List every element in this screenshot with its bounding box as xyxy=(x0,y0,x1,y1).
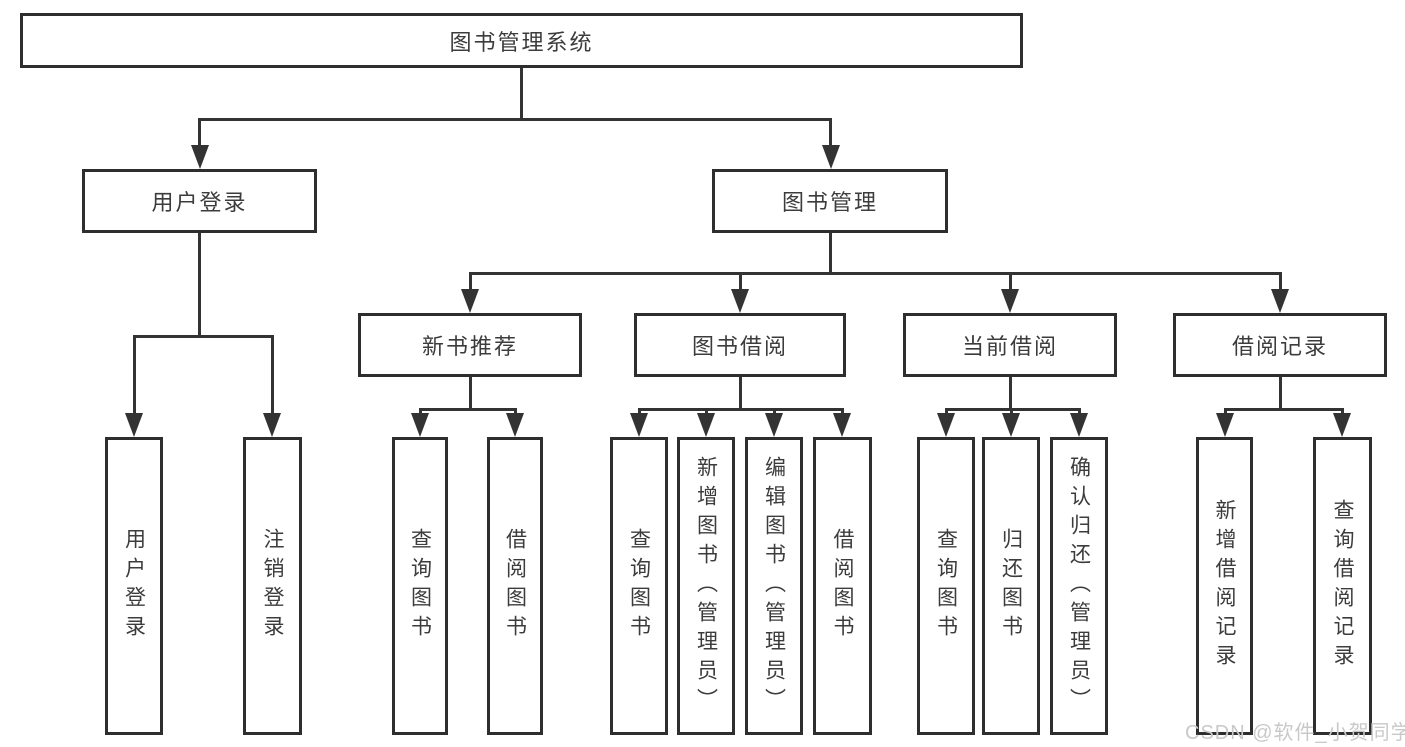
connector-level3-bus xyxy=(469,272,1281,275)
connector-root-stem xyxy=(520,68,523,118)
connector-current-borrowing-stem xyxy=(1009,377,1012,408)
leaf-label: 新增图书（管理员） xyxy=(694,455,718,717)
arrowhead-leaf xyxy=(411,413,429,437)
node-leaf-query-books-3: 查询图书 xyxy=(917,437,975,735)
leaf-label: 借阅图书 xyxy=(503,528,527,644)
node-leaf-return-books: 归还图书 xyxy=(982,437,1040,735)
leaf-label: 归还图书 xyxy=(999,528,1023,644)
connector-to-user-login xyxy=(198,118,201,147)
leaf-label: 编辑图书（管理员） xyxy=(762,455,786,717)
arrowhead-leaf xyxy=(697,413,715,437)
connector-to-leaf xyxy=(1224,408,1227,416)
node-leaf-user-login: 用户登录 xyxy=(105,437,163,735)
arrowhead-book-borrowing xyxy=(731,289,749,313)
connector-to-leaf xyxy=(1341,408,1344,416)
watermark: CSDN @软件_小贺同学 xyxy=(1185,722,1405,744)
connector-to-leaf xyxy=(1010,408,1013,416)
leaf-label: 注销登录 xyxy=(261,528,284,644)
node-leaf-query-books-1: 查询图书 xyxy=(392,437,448,735)
connector-book-mgmt-stem xyxy=(829,233,832,272)
arrowhead-user-login xyxy=(191,145,209,169)
node-book-management: 图书管理 xyxy=(712,169,948,233)
connector-to-leaf-logout xyxy=(271,335,274,415)
arrowhead-borrowing-records xyxy=(1271,289,1289,313)
arrowhead-leaf xyxy=(506,413,524,437)
arrowhead-leaf xyxy=(937,413,955,437)
connector-to-leaf xyxy=(514,408,517,416)
node-leaf-borrow-books-2: 借阅图书 xyxy=(813,437,872,735)
node-library-system: 图书管理系统 xyxy=(20,13,1023,68)
node-user-login: 用户登录 xyxy=(82,169,317,233)
connector-to-leaf-user-login xyxy=(133,335,136,415)
arrowhead-book-management xyxy=(822,145,840,169)
node-borrowing-records: 借阅记录 xyxy=(1173,313,1387,377)
connector-book-borrowing-stem xyxy=(739,377,742,408)
leaf-label: 新增借阅记录 xyxy=(1213,499,1236,673)
leaf-label: 查询借阅记录 xyxy=(1331,499,1354,673)
node-leaf-borrow-books-1: 借阅图书 xyxy=(487,437,543,735)
connector-to-leaf xyxy=(1078,408,1081,416)
leaf-label: 用户登录 xyxy=(122,528,146,644)
connector-to-book-borrowing xyxy=(739,272,742,291)
connector-to-leaf xyxy=(841,408,844,416)
arrowhead-leaf xyxy=(630,413,648,437)
connector-level2-bus xyxy=(198,118,832,121)
connector-new-book-stem xyxy=(469,377,472,408)
leaf-label: 确认归还（管理员） xyxy=(1067,455,1091,717)
connector-new-book-bus xyxy=(419,408,516,411)
node-leaf-edit-books-admin: 编辑图书（管理员） xyxy=(745,437,803,735)
node-leaf-query-borrow-record: 查询借阅记录 xyxy=(1313,437,1372,735)
node-leaf-logout: 注销登录 xyxy=(243,437,302,735)
arrowhead-leaf xyxy=(765,413,783,437)
arrowhead-current-borrowing xyxy=(1001,289,1019,313)
connector-to-leaf xyxy=(705,408,708,416)
node-leaf-query-books-2: 查询图书 xyxy=(610,437,668,735)
connector-book-borrowing-bus xyxy=(638,408,843,411)
connector-borrowing-records-stem xyxy=(1279,377,1282,408)
node-leaf-confirm-return-admin: 确认归还（管理员） xyxy=(1050,437,1108,735)
connector-user-login-stem xyxy=(198,233,201,335)
arrowhead-leaf xyxy=(1070,413,1088,437)
arrowhead-new-book xyxy=(461,289,479,313)
connector-to-leaf xyxy=(419,408,422,416)
leaf-label: 查询图书 xyxy=(934,528,958,644)
node-book-borrowing: 图书借阅 xyxy=(634,313,846,377)
connector-to-current-borrowing xyxy=(1009,272,1012,291)
arrowhead-leaf-user-login xyxy=(125,413,143,437)
connector-borrowing-records-bus xyxy=(1224,408,1342,411)
connector-to-book-management xyxy=(829,118,832,147)
arrowhead-leaf xyxy=(833,413,851,437)
node-leaf-add-borrow-record: 新增借阅记录 xyxy=(1196,437,1253,735)
connector-to-new-book xyxy=(469,272,472,291)
connector-to-leaf xyxy=(773,408,776,416)
arrowhead-leaf xyxy=(1333,413,1351,437)
arrowhead-leaf-logout xyxy=(263,413,281,437)
connector-to-leaf xyxy=(638,408,641,416)
node-current-borrowing: 当前借阅 xyxy=(903,313,1117,377)
connector-user-login-bus xyxy=(133,335,273,338)
connector-to-borrowing-records xyxy=(1279,272,1282,291)
arrowhead-leaf xyxy=(1002,413,1020,437)
leaf-label: 查询图书 xyxy=(627,528,651,644)
node-leaf-add-books-admin: 新增图书（管理员） xyxy=(677,437,735,735)
leaf-label: 查询图书 xyxy=(408,528,432,644)
node-new-book-recommend: 新书推荐 xyxy=(358,313,582,377)
leaf-label: 借阅图书 xyxy=(831,528,854,644)
arrowhead-leaf xyxy=(1216,413,1234,437)
connector-to-leaf xyxy=(945,408,948,416)
